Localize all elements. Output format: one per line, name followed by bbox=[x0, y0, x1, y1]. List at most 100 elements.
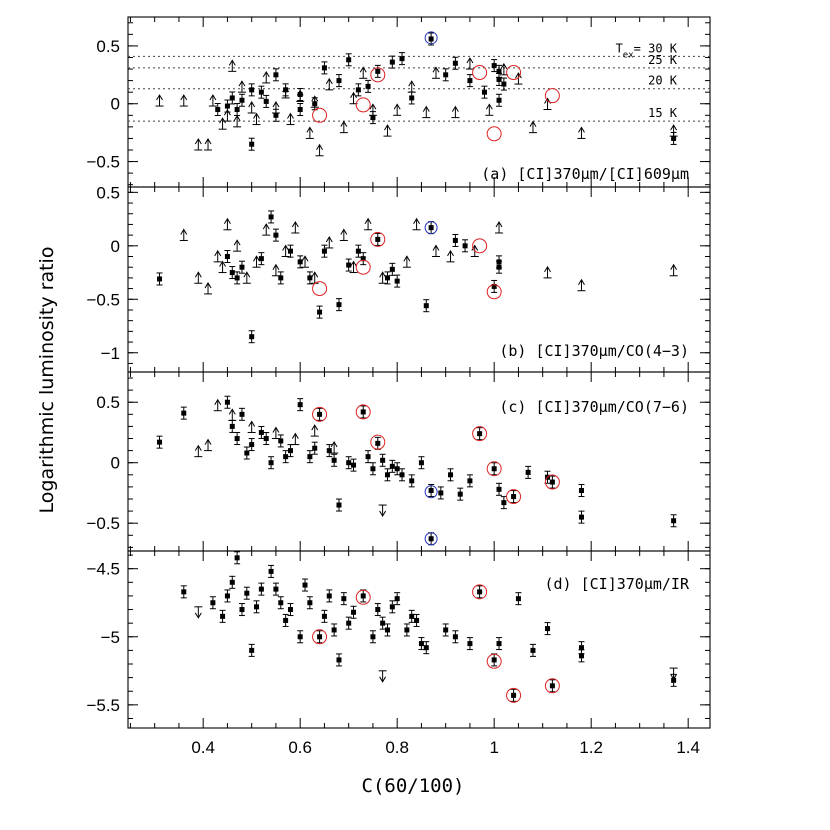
lower-limit-arrowhead bbox=[384, 124, 391, 131]
data-point bbox=[321, 613, 327, 619]
data-point bbox=[249, 334, 255, 340]
y-tick-label: −5.5 bbox=[86, 696, 120, 715]
lower-limit-arrowhead bbox=[529, 120, 537, 127]
lower-limit-arrowhead bbox=[219, 260, 227, 267]
data-point bbox=[452, 237, 458, 243]
data-point bbox=[515, 596, 521, 602]
panel-title: (b) [CI]370μm/CO(4−3) bbox=[499, 342, 689, 360]
lower-limit-arrowhead bbox=[413, 217, 421, 225]
lower-limit-arrowhead bbox=[393, 103, 401, 110]
data-point bbox=[355, 248, 361, 254]
data-point bbox=[375, 68, 381, 74]
x-tick-label: 1 bbox=[489, 738, 498, 757]
lower-limit-arrowhead bbox=[248, 420, 256, 427]
lower-limit-arrowhead bbox=[325, 235, 333, 243]
data-point bbox=[224, 593, 230, 599]
data-point bbox=[496, 68, 502, 74]
data-point bbox=[234, 107, 240, 113]
panel-title: (a) [CI]370μm/[CI]609μm bbox=[481, 165, 689, 183]
reference-line-label: 20 K bbox=[648, 74, 678, 88]
data-point bbox=[375, 607, 381, 613]
data-point bbox=[457, 491, 463, 497]
lower-limit-arrowhead bbox=[364, 217, 372, 225]
data-point bbox=[530, 647, 536, 653]
data-point bbox=[229, 423, 235, 429]
x-tick-label: 1.2 bbox=[579, 738, 603, 757]
lower-limit-arrowhead bbox=[369, 103, 377, 110]
data-point bbox=[545, 626, 551, 632]
lower-limit-arrowhead bbox=[350, 260, 357, 267]
highlight-circle-red bbox=[486, 126, 502, 142]
data-point bbox=[297, 107, 303, 113]
lower-limit-arrowhead bbox=[340, 120, 348, 127]
data-point bbox=[481, 89, 487, 95]
data-point bbox=[263, 98, 269, 104]
data-point bbox=[360, 409, 366, 415]
data-point bbox=[326, 448, 332, 454]
data-point bbox=[671, 677, 677, 683]
panel-c: 0.50−0.5(c) [CI]370μm/CO(7−6) bbox=[86, 371, 711, 552]
data-point bbox=[375, 236, 381, 242]
highlight-circle-red bbox=[506, 65, 522, 81]
x-tick-label: 1.4 bbox=[676, 738, 700, 757]
data-point bbox=[283, 454, 289, 460]
data-point bbox=[297, 402, 303, 408]
data-point bbox=[258, 256, 264, 262]
upper-limit-arrowhead bbox=[670, 673, 678, 681]
y-tick-label: −0.5 bbox=[86, 290, 120, 309]
lower-limit-arrowhead bbox=[340, 228, 348, 235]
data-point bbox=[428, 536, 434, 542]
data-point bbox=[578, 645, 584, 651]
data-point bbox=[467, 641, 473, 647]
data-point bbox=[452, 634, 458, 640]
highlight-circle-red bbox=[355, 97, 371, 113]
lower-limit-arrowhead bbox=[180, 94, 188, 101]
highlight-circle-red bbox=[506, 687, 522, 703]
data-point bbox=[365, 83, 371, 89]
data-point bbox=[302, 582, 308, 588]
highlight-circle-red bbox=[486, 653, 502, 669]
highlight-circle-red bbox=[355, 404, 371, 420]
highlight-circle-red bbox=[486, 461, 502, 477]
data-point bbox=[496, 486, 502, 492]
data-point bbox=[496, 76, 502, 82]
data-point bbox=[511, 494, 517, 500]
data-point bbox=[351, 462, 357, 468]
data-point bbox=[346, 460, 352, 466]
data-point bbox=[496, 97, 502, 103]
lower-limit-arrowhead bbox=[451, 105, 459, 112]
data-point bbox=[671, 135, 677, 141]
data-point bbox=[239, 264, 245, 270]
panel-title: (d) [CI]370μm/IR bbox=[545, 575, 690, 593]
y-tick-label: −1 bbox=[101, 344, 120, 363]
lower-limit-arrowhead bbox=[272, 101, 280, 108]
data-point bbox=[312, 445, 318, 451]
data-point bbox=[297, 259, 303, 265]
data-point bbox=[477, 431, 483, 437]
highlight-circle-red bbox=[506, 489, 522, 505]
data-point bbox=[443, 72, 449, 78]
lower-limit-arrowhead bbox=[544, 265, 551, 273]
lower-limit-arrowhead bbox=[194, 444, 202, 451]
data-point bbox=[578, 514, 584, 520]
reference-line-label: Tex= 30 K bbox=[616, 41, 678, 60]
data-point bbox=[501, 81, 507, 87]
data-point bbox=[409, 613, 415, 619]
lower-limit-arrowhead bbox=[500, 62, 508, 70]
data-point bbox=[549, 683, 555, 689]
data-point bbox=[297, 634, 303, 640]
lower-limit-arrowhead bbox=[466, 57, 474, 64]
upper-limit-arrowhead bbox=[379, 510, 387, 518]
data-point bbox=[346, 57, 352, 63]
data-point bbox=[399, 472, 405, 478]
lower-limit-arrowhead bbox=[447, 249, 454, 257]
data-point bbox=[307, 275, 313, 281]
data-point bbox=[249, 442, 255, 448]
data-point bbox=[331, 627, 337, 633]
data-point bbox=[443, 627, 449, 633]
data-point bbox=[525, 469, 531, 475]
data-point bbox=[224, 254, 230, 260]
highlight-circle-red bbox=[486, 284, 502, 300]
panel-b: 0.50−0.5−1(b) [CI]370μm/CO(4−3) bbox=[86, 183, 711, 373]
data-point bbox=[394, 278, 400, 284]
